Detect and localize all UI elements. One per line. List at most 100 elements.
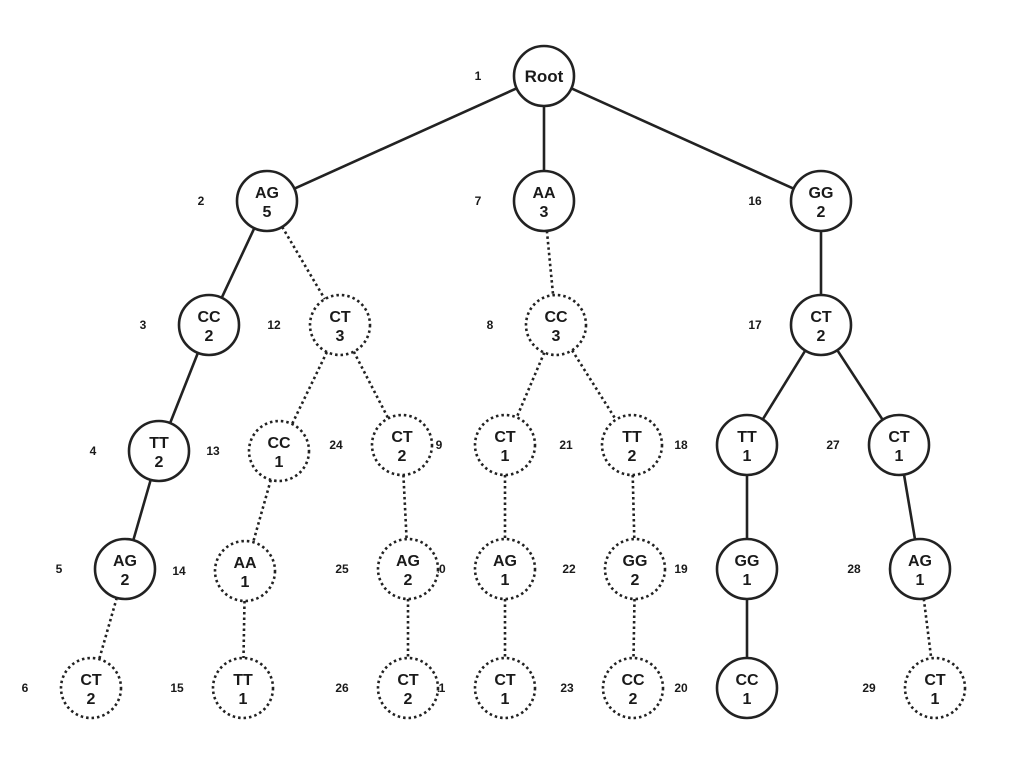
node-id-label: 14 (172, 564, 186, 578)
node-circle (715, 537, 779, 601)
node-label: CT (888, 429, 910, 446)
node-label: AG (396, 553, 420, 570)
node-circle (473, 656, 537, 720)
node-label: CC (267, 435, 291, 452)
node-id-label: 18 (674, 438, 688, 452)
node-label: CC (544, 309, 568, 326)
node-circle (789, 293, 853, 357)
tree-node-18: TT 1 18 (674, 413, 779, 477)
node-id-label: 4 (90, 444, 97, 458)
node-count: 1 (743, 448, 752, 465)
node-count: 2 (398, 448, 407, 465)
node-id-label: 21 (559, 438, 573, 452)
node-label: CT (80, 672, 102, 689)
node-id-label: 28 (847, 562, 861, 576)
tree-node-10: AG110 (432, 537, 537, 601)
edge-1-16 (570, 87, 795, 190)
node-label: AG (255, 185, 279, 202)
node-count: 1 (743, 691, 752, 708)
node-circle (524, 293, 588, 357)
edge-21-22 (631, 474, 636, 540)
node-count: 5 (263, 204, 272, 221)
node-label: TT (622, 429, 642, 446)
node-count: 1 (239, 691, 248, 708)
tree-node-1: Root 1 (475, 44, 576, 108)
node-circle (247, 419, 311, 483)
node-circle (789, 169, 853, 233)
node-circle (93, 537, 157, 601)
node-label: CC (735, 672, 759, 689)
node-layer: Root1AG52CC23TT24AG25CT26AA37CC38CT19AG1… (22, 44, 967, 720)
node-circle (603, 537, 667, 601)
node-id-label: 19 (674, 562, 688, 576)
node-circle (59, 656, 123, 720)
node-label: GG (623, 553, 648, 570)
node-id-label: 23 (560, 681, 574, 695)
edge-8-9 (515, 352, 546, 418)
node-circle (213, 539, 277, 603)
edge-27-28 (902, 474, 917, 540)
node-count: 1 (501, 448, 510, 465)
node-circle (177, 293, 241, 357)
node-label: CT (329, 309, 351, 326)
node-circle (473, 413, 537, 477)
tree-node-28: AG 1 28 (847, 537, 952, 601)
edge-8-21 (571, 349, 617, 421)
node-circle (715, 413, 779, 477)
node-circle (211, 656, 275, 720)
node-id-label: 27 (826, 438, 840, 452)
tree-node-15: TT 1 15 (170, 656, 275, 720)
edge-3-4 (168, 352, 200, 424)
node-circle (376, 656, 440, 720)
node-count: 1 (743, 572, 752, 589)
node-circle (376, 537, 440, 601)
node-count: 3 (552, 328, 561, 345)
node-label: TT (737, 429, 757, 446)
node-label: CT (924, 672, 946, 689)
node-label: CC (197, 309, 221, 326)
node-id-label: 3 (140, 318, 147, 332)
node-label: CT (397, 672, 419, 689)
node-circle (235, 169, 299, 233)
edge-17-18 (761, 349, 807, 421)
node-label: AG (908, 553, 932, 570)
node-count: 2 (155, 454, 164, 471)
node-count: 1 (916, 572, 925, 589)
node-circle (308, 293, 372, 357)
node-id-label: 1 (475, 69, 482, 83)
node-label: AG (493, 553, 517, 570)
node-label: CT (810, 309, 832, 326)
edge-layer (97, 87, 933, 660)
node-label: CC (621, 672, 645, 689)
node-count: 1 (241, 574, 250, 591)
node-label: TT (233, 672, 253, 689)
node-id-label: 16 (748, 194, 762, 208)
edge-2-12 (281, 226, 326, 300)
node-id-label: 8 (487, 318, 494, 332)
node-count: 1 (895, 448, 904, 465)
node-count: 2 (817, 328, 826, 345)
node-id-label: 15 (170, 681, 184, 695)
node-id-label: 6 (22, 681, 29, 695)
node-circle (127, 419, 191, 483)
node-circle (370, 413, 434, 477)
edge-14-15 (242, 600, 246, 659)
node-id-label: 13 (206, 444, 220, 458)
edge-12-24 (352, 351, 390, 419)
node-label: Root (525, 67, 564, 86)
node-circle (512, 169, 576, 233)
edge-13-14 (251, 479, 273, 543)
